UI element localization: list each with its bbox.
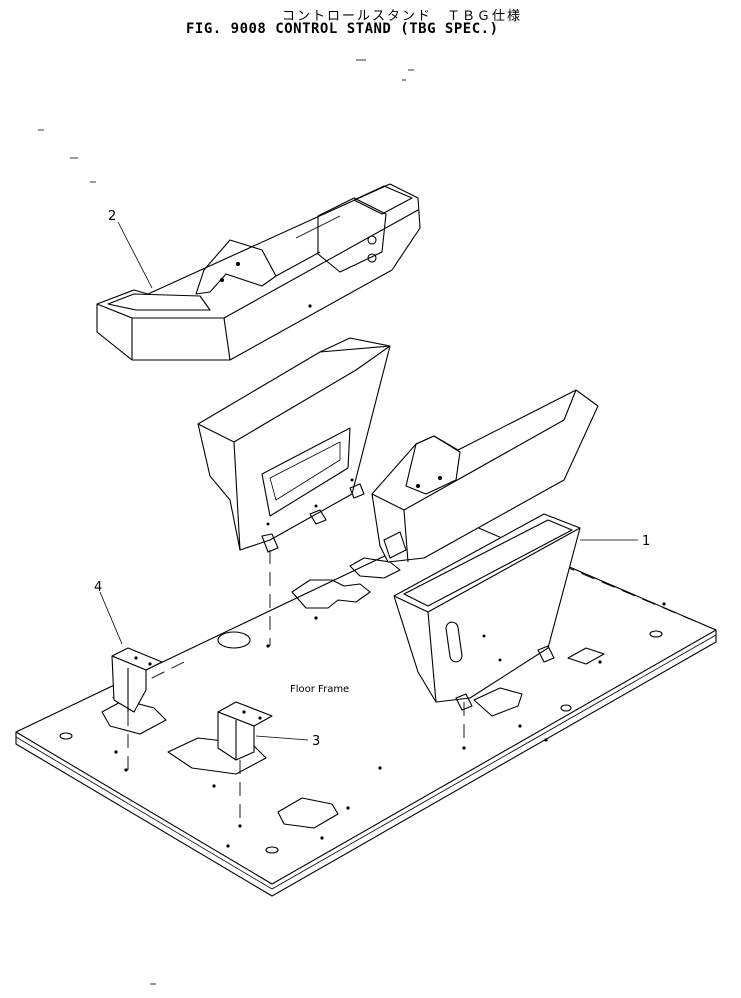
upper-console [96, 183, 421, 361]
scan-noise [38, 59, 414, 985]
floor-frame-label: Floor Frame [290, 684, 349, 695]
right-stand-channel [371, 389, 599, 563]
bracket-4 [111, 647, 163, 713]
left-stand-housing [197, 337, 391, 553]
bracket-3 [217, 701, 273, 761]
callout-4: 4 [94, 580, 123, 645]
callout-2: 2 [108, 209, 153, 289]
callout-label: 4 [94, 580, 102, 595]
callout-label: 1 [642, 534, 650, 549]
floor-frame: Floor Frame [15, 519, 717, 897]
lower-stand-box [393, 513, 581, 711]
callout-3: 3 [255, 734, 320, 749]
callout-label: 3 [312, 734, 320, 749]
callout-label: 2 [108, 209, 116, 224]
figure-title-japanese: コントロールスタンド ＴＢＧ仕様 [282, 9, 523, 24]
figure-title: FIG. 9008 CONTROL STAND (TBG SPEC.) [186, 21, 499, 37]
callout-1: 1 [580, 534, 650, 549]
